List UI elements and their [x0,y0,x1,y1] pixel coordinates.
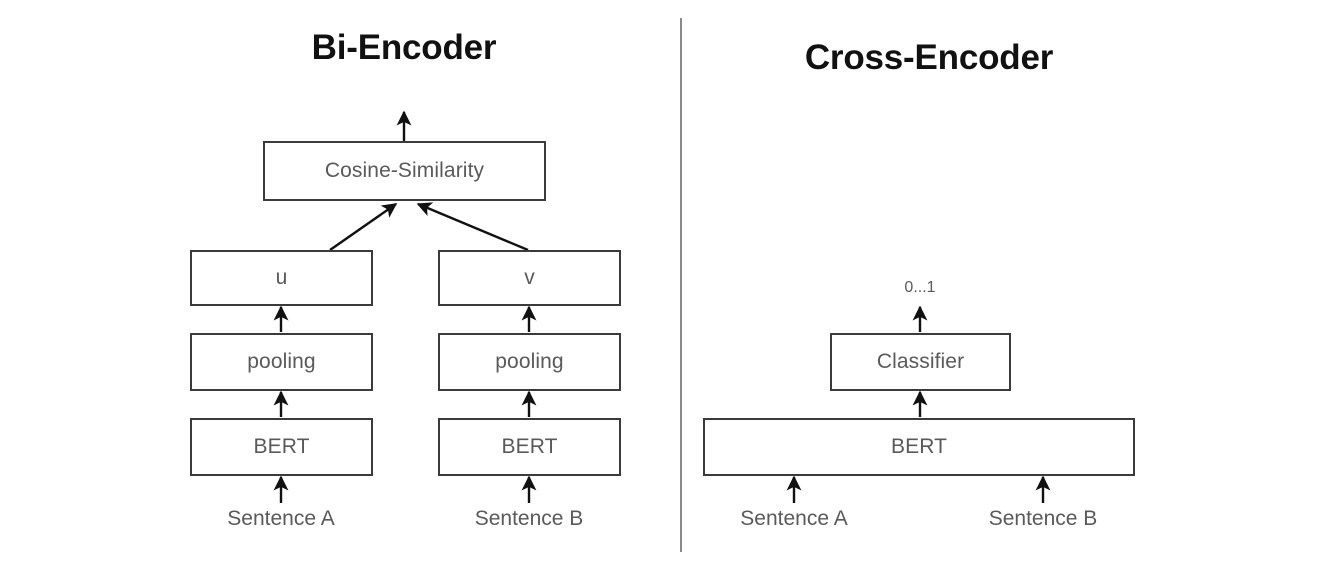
node-classifier[interactable]: Classifier [830,333,1011,391]
output-text-score-range: 0...1 [904,279,936,296]
output-label-score-range: 0...1 [845,279,995,297]
node-pooling-a[interactable]: pooling [190,333,373,391]
node-bert-a[interactable]: BERT [190,418,373,476]
node-v-embedding[interactable]: v [438,250,621,306]
node-label-pooling-a: pooling [247,350,316,373]
node-bert-b[interactable]: BERT [438,418,621,476]
input-text-sentence-a-bi: Sentence A [227,507,335,530]
node-label-v-embedding: v [524,266,535,289]
node-label-cosine-similarity: Cosine-Similarity [324,159,485,182]
node-label-classifier: Classifier [876,350,965,373]
node-u-embedding[interactable]: u [190,250,373,306]
node-label-u-embedding: u [275,266,288,289]
node-label-bert-joint: BERT [890,435,948,458]
input-text-sentence-b-cross: Sentence B [988,507,1098,530]
arrow-v-to-cosine [416,202,529,252]
node-pooling-b[interactable]: pooling [438,333,621,391]
input-label-sentence-a-cross: Sentence A [694,507,894,531]
input-text-sentence-a-cross: Sentence A [740,507,848,530]
input-label-sentence-a-bi: Sentence A [181,507,381,531]
node-label-bert-b: BERT [501,435,558,458]
node-label-pooling-b: pooling [495,350,564,373]
panel-title-bi-encoder: Bi-Encoder [311,28,497,67]
panel-title-cross-encoder: Cross-Encoder [804,38,1054,77]
node-bert-joint[interactable]: BERT [703,418,1135,476]
node-label-bert-a: BERT [253,435,310,458]
input-text-sentence-b-bi: Sentence B [474,507,584,530]
arrow-u-to-cosine [329,203,398,251]
node-cosine-similarity[interactable]: Cosine-Similarity [263,141,546,201]
input-label-sentence-b-cross: Sentence B [943,507,1143,531]
input-label-sentence-b-bi: Sentence B [429,507,629,531]
